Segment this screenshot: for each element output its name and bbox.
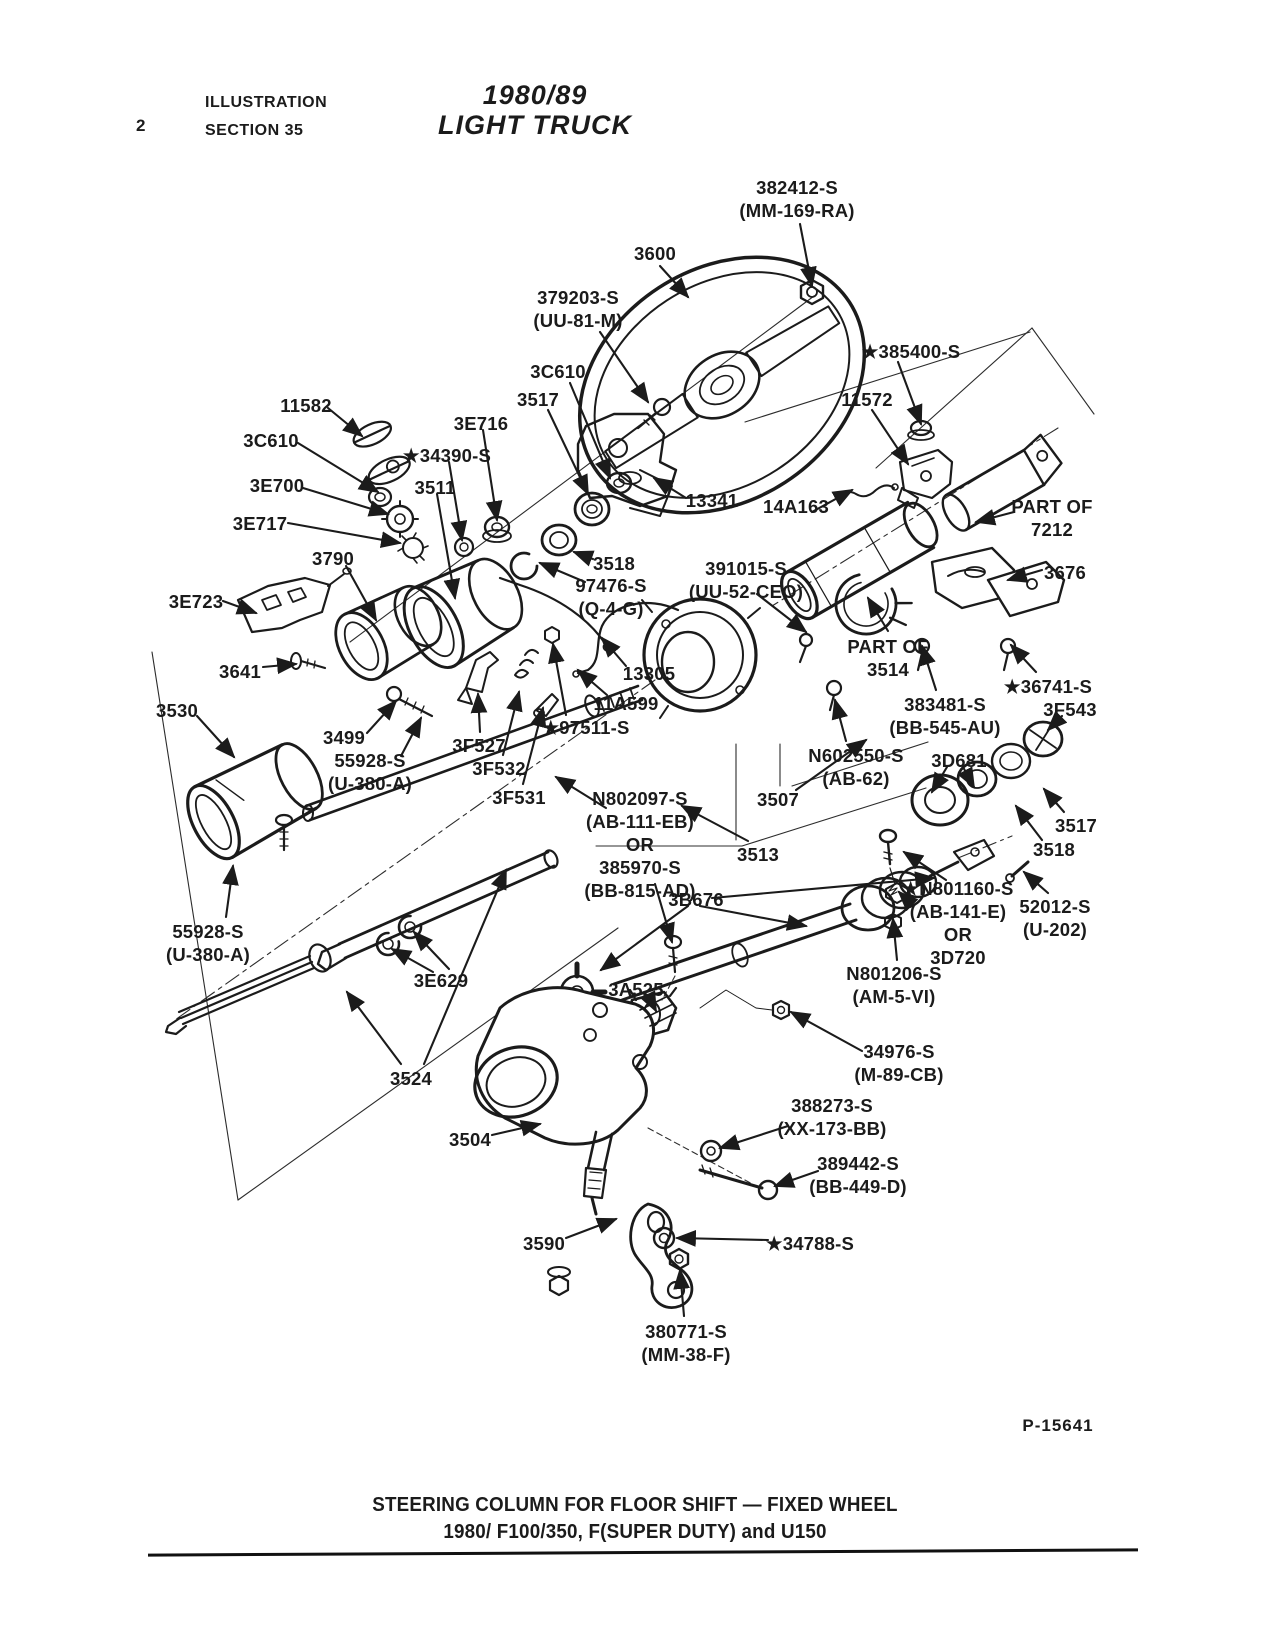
part-label-part-of-3514: PART OF 3514 (847, 636, 929, 680)
part-label-3e629: 3E629 (413, 970, 469, 991)
lower-shaft-3524 (164, 849, 559, 1036)
part-label-3f543: 3F543 (1043, 699, 1097, 720)
part-label-3e723: 3E723 (168, 591, 224, 612)
caption-models: 1980/ F100/350, F(SUPER DUTY) and U150 (443, 1521, 827, 1543)
part-label-52012-s: 52012-S (U-202) (1019, 896, 1091, 940)
nut-34976 (699, 989, 791, 1021)
part-label-13305: 13305 (622, 663, 676, 684)
page-number: 2 (136, 116, 146, 135)
part-label-3511: 3511 (414, 477, 456, 498)
part-label-n602550-s: N602550-S (AB-62) (808, 745, 904, 789)
part-label-3676: 3676 (1044, 562, 1086, 583)
part-label-11572: 11572 (841, 389, 893, 410)
part-label-36741-s: ★36741-S (1003, 676, 1093, 697)
part-label-385400-s: ★385400-S (861, 341, 961, 362)
part-label-part-of-7212: PART OF 7212 (1011, 496, 1093, 540)
part-label-13341: 13341 (685, 490, 739, 511)
alignment-lines (151, 295, 1095, 1201)
part-label-34390-s: ★34390-S (402, 445, 492, 466)
part-label-3b676: 3B676 (668, 889, 724, 910)
part-label-389442-s: 389442-S (BB-449-D) (809, 1153, 907, 1197)
part-label-3499: 3499 (323, 727, 365, 748)
housing-3511 (402, 557, 524, 669)
part-label-3518-lower: 3518 (1033, 839, 1075, 860)
part-label-382412-s: 382412-S (MM-169-RA) (739, 177, 855, 221)
steering-gear-3504 (473, 986, 677, 1216)
housing-3790 (334, 584, 443, 681)
part-label-3e717: 3E717 (232, 513, 288, 534)
part-label-383481-s: 383481-S (BB-545-AU) (889, 694, 1001, 738)
part-label-3641: 3641 (219, 661, 261, 682)
bracket-3e723 (236, 567, 352, 634)
screw-3499-55928 (385, 685, 434, 718)
clamp-bolt (798, 632, 814, 664)
part-label-3518-upper: 3518 (593, 553, 635, 574)
part-label-97511-s: ★97511-S (542, 717, 630, 738)
gear-fasteners (547, 1139, 779, 1297)
header-illustration: ILLUSTRATION (205, 94, 328, 111)
part-label-3c610-left: 3C610 (243, 430, 299, 451)
part-label-3600: 3600 (634, 243, 676, 264)
part-label-3d681: 3D681 (931, 750, 987, 771)
part-label-3507: 3507 (757, 789, 799, 810)
part-label-3f527: 3F527 (452, 735, 506, 756)
part-label-380771-s: 380771-S (MM-38-F) (641, 1321, 731, 1365)
part-label-34976-s: 34976-S (M-89-CB) (854, 1041, 944, 1085)
part-label-11a599: 11A599 (593, 693, 659, 714)
upper-steering-shaft (302, 684, 644, 822)
part-label-34788-s: ★34788-S (765, 1233, 855, 1254)
caption-title: STEERING COLUMN FOR FLOOR SHIFT — FIXED … (372, 1494, 898, 1516)
part-label-n802097-s: N802097-S (AB-111-EB) OR 385970-S (BB-81… (584, 788, 696, 901)
part-label-3530: 3530 (156, 700, 198, 721)
header-vehicle-type: LIGHT TRUCK (438, 110, 632, 140)
part-label-379203-s: 379203-S (UU-81-M) (533, 287, 623, 331)
part-label-3524: 3524 (390, 1068, 432, 1089)
header-model-years: 1980/89 (482, 80, 588, 110)
part-label-3517-upper: 3517 (517, 389, 559, 410)
part-label-3504: 3504 (449, 1129, 491, 1150)
screw-55928-lower (274, 813, 294, 852)
bearing-housing (641, 597, 761, 719)
part-label-3513: 3513 (737, 844, 779, 865)
part-label-14a163: 14A163 (762, 496, 829, 517)
part-label-11582: 11582 (280, 395, 332, 416)
part-label-3517-lower: 3517 (1055, 815, 1097, 836)
part-label-55928-s-upper: 55928-S (U-380-A) (327, 750, 413, 794)
sleeve-3530 (186, 742, 324, 861)
part-label-3a525: 3A525 (608, 979, 664, 1000)
part-label-3e716: 3E716 (453, 413, 509, 434)
part-label-3790: 3790 (312, 548, 354, 569)
part-label-3f531: 3F531 (492, 787, 546, 808)
part-label-n801206-s: N801206-S (AM-5-VI) (846, 963, 942, 1007)
lock-cylinder-11582 (352, 420, 411, 486)
upper-bearing-row (453, 471, 633, 581)
column-jacket-3514 (780, 500, 939, 621)
plate-number: P-15641 (1022, 1416, 1094, 1435)
bracket-11572 (897, 448, 954, 509)
part-label-n801160-s: ★N801160-S (AB-141-E) OR 3D720 (902, 878, 1014, 968)
lock-washers (367, 486, 429, 564)
part-label-3e700: 3E700 (249, 475, 305, 496)
part-label-55928-s-lower: 55928-S (U-380-A) (165, 921, 251, 965)
header-section: SECTION 35 (205, 122, 304, 139)
part-label-3c610-upper: 3C610 (530, 361, 586, 382)
clamp-ring (834, 572, 913, 636)
part-label-3590: 3590 (523, 1233, 565, 1254)
part-label-391015-s: 391015-S (UU-52-CEO) (688, 558, 804, 602)
part-label-97476-s: 97476-S (Q-4-G) (575, 575, 647, 619)
pin-52012 (1005, 860, 1030, 883)
part-label-3f532: 3F532 (472, 758, 526, 779)
leader-lines (195, 222, 1068, 1318)
part-label-388273-s: 388273-S (XX-173-BB) (777, 1095, 887, 1139)
